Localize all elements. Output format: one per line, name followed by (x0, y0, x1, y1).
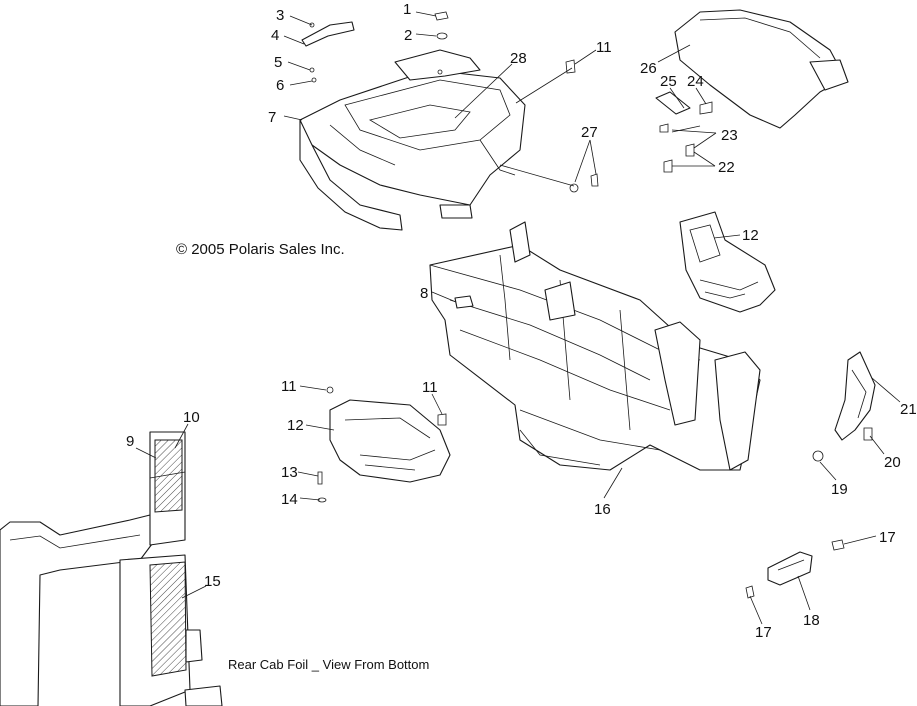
callout-17-right: 17 (879, 529, 896, 546)
callout-11-mid-right: 11 (422, 379, 438, 396)
callout-4: 4 (271, 27, 279, 44)
callout-27: 27 (581, 124, 598, 141)
seat-latch-parts (655, 91, 713, 173)
bracket-18 (745, 539, 845, 599)
callout-2: 2 (404, 27, 412, 44)
callout-25: 25 (660, 73, 677, 90)
callout-23: 23 (721, 127, 738, 144)
callout-19: 19 (831, 481, 848, 498)
callout-1: 1 (403, 1, 411, 18)
callout-20: 20 (884, 454, 901, 471)
callout-24: 24 (687, 73, 704, 90)
callout-6: 6 (276, 77, 284, 94)
callout-18: 18 (803, 612, 820, 629)
callout-26: 26 (640, 60, 657, 77)
rear-cab-foil-view (0, 431, 223, 706)
rear-cab (299, 49, 526, 231)
copyright-notice: © 2005 Polaris Sales Inc. (176, 241, 345, 258)
callout-10: 10 (183, 409, 200, 426)
fasteners-27 (569, 173, 599, 193)
callout-17-lower: 17 (755, 624, 772, 641)
callout-7: 7 (268, 109, 276, 126)
leader-lines (135, 11, 901, 625)
callout-13: 13 (281, 464, 298, 481)
fasteners-top-left (301, 11, 576, 83)
callout-21: 21 (900, 401, 917, 418)
callout-8: 8 (420, 285, 428, 302)
callout-11-mid-left: 11 (281, 378, 297, 395)
callout-28: 28 (510, 50, 527, 67)
frame (429, 221, 761, 471)
callout-14: 14 (281, 491, 298, 508)
callout-labels: 1 2 3 4 5 6 7 28 11 26 25 24 23 22 27 12… (126, 1, 917, 641)
seat (674, 9, 849, 129)
callout-11-top: 11 (596, 39, 612, 56)
callout-16: 16 (594, 501, 611, 518)
callout-5: 5 (274, 54, 282, 71)
view-note: Rear Cab Foil _ View From Bottom (228, 657, 429, 672)
callout-12-right: 12 (742, 227, 759, 244)
callout-12-left: 12 (287, 417, 304, 434)
callout-22: 22 (718, 159, 735, 176)
footwell-right (679, 211, 776, 313)
callout-9: 9 (126, 433, 134, 450)
callout-3: 3 (276, 7, 284, 24)
callout-15: 15 (204, 573, 221, 590)
footwell-left (317, 386, 451, 503)
fasteners-19-20 (812, 427, 873, 462)
side-panel-21 (834, 351, 876, 441)
